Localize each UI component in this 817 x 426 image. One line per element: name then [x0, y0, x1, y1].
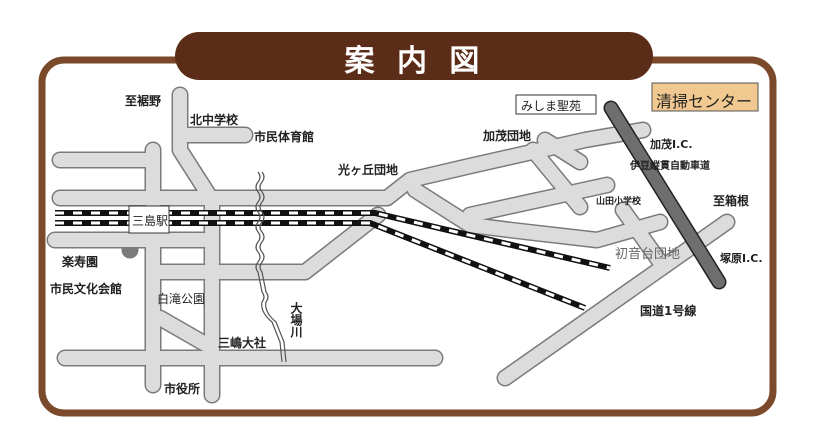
label-rakujuen: 楽寿園 [62, 255, 99, 269]
facility-box [651, 82, 759, 112]
facility-label: 清掃センター [656, 92, 753, 111]
expressway [603, 100, 727, 290]
label-hatsunedai: 初音台団地 [615, 247, 681, 262]
label-susono: 至裾野 [125, 94, 162, 108]
label-shirataki: 白滝公園 [157, 292, 206, 306]
label-shiyakusho: 市役所 [164, 382, 201, 396]
label-oba-river: 大場川 [289, 302, 303, 338]
label-taisha: 三嶋大社 [218, 336, 267, 350]
label-mishima-seien: みしま聖苑 [521, 99, 582, 113]
label-hakone: 至箱根 [713, 194, 750, 208]
label-yamada: 山田小学校 [596, 197, 642, 207]
label-bunka-kaikan: 市民文化会館 [50, 282, 123, 296]
title-banner [175, 32, 653, 80]
label-hikarigaoka: 光ヶ丘団地 [338, 163, 399, 177]
label-expressway: 伊豆縦貫自動車道 [630, 161, 710, 172]
label-kamo-ic: 加茂I.C. [650, 138, 693, 151]
seien-box [515, 94, 597, 115]
label-tsukahara-ic: 塚原I.C. [720, 252, 763, 265]
label-kitachu: 北中学校 [190, 113, 239, 127]
label-route1: 国道1号線 [640, 304, 697, 318]
station-box [128, 205, 170, 234]
label-mishima-station: 三島駅 [132, 214, 169, 228]
label-taiikukan: 市民体育館 [254, 130, 315, 144]
oba-river [255, 171, 287, 363]
label-kamo-danchi: 加茂団地 [483, 129, 532, 143]
map-title: 案 内 図 [344, 44, 486, 79]
